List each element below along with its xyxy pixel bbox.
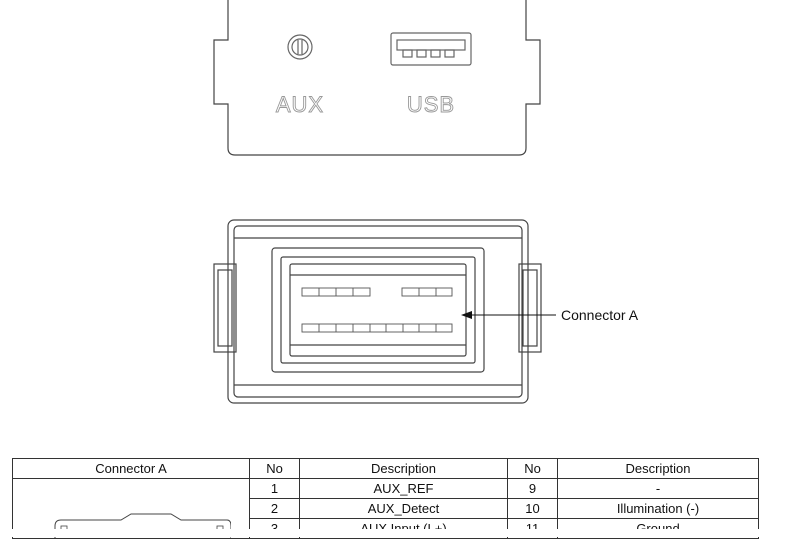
aux-usb-panel (213, 0, 541, 156)
pin-no-left: 1 (249, 478, 300, 499)
connector-pin-diagram-cell (12, 478, 250, 539)
header-no-left: No (249, 458, 300, 479)
pin-desc-right: Illumination (-) (557, 498, 759, 519)
pin-desc-left: AUX_REF (299, 478, 508, 499)
header-description-right: Description (557, 458, 759, 479)
connector-callout-arrow (461, 311, 556, 319)
connector-pin-row-bottom (301, 323, 453, 333)
header-description-left: Description (299, 458, 508, 479)
usb-label: USB (407, 92, 455, 117)
table-row: 1 AUX_REF 9 - (12, 478, 759, 539)
pin-no-left: 2 (249, 498, 300, 519)
pin-desc-right: - (557, 478, 759, 499)
header-connector: Connector A (12, 458, 250, 479)
bottom-cutoff-overlay (0, 529, 802, 537)
header-no-right: No (507, 458, 558, 479)
connector-a-callout-label: Connector A (561, 307, 639, 323)
table-row: 2 AUX_Detect 10 Illumination (-) (13, 498, 759, 519)
pinout-table: Connector A No Description No Descriptio… (12, 458, 759, 539)
pin-no-right: 9 (507, 478, 558, 499)
table-header-row: Connector A No Description No Descriptio… (12, 458, 759, 479)
connector-pin-row-top (301, 287, 453, 297)
pin-desc-left: AUX_Detect (299, 498, 508, 519)
aux-label: AUX (276, 92, 324, 117)
pin-no-right: 10 (507, 498, 558, 519)
usb-port-icon (390, 32, 472, 66)
aux-jack-icon (287, 34, 313, 60)
connector-housing (213, 219, 542, 404)
